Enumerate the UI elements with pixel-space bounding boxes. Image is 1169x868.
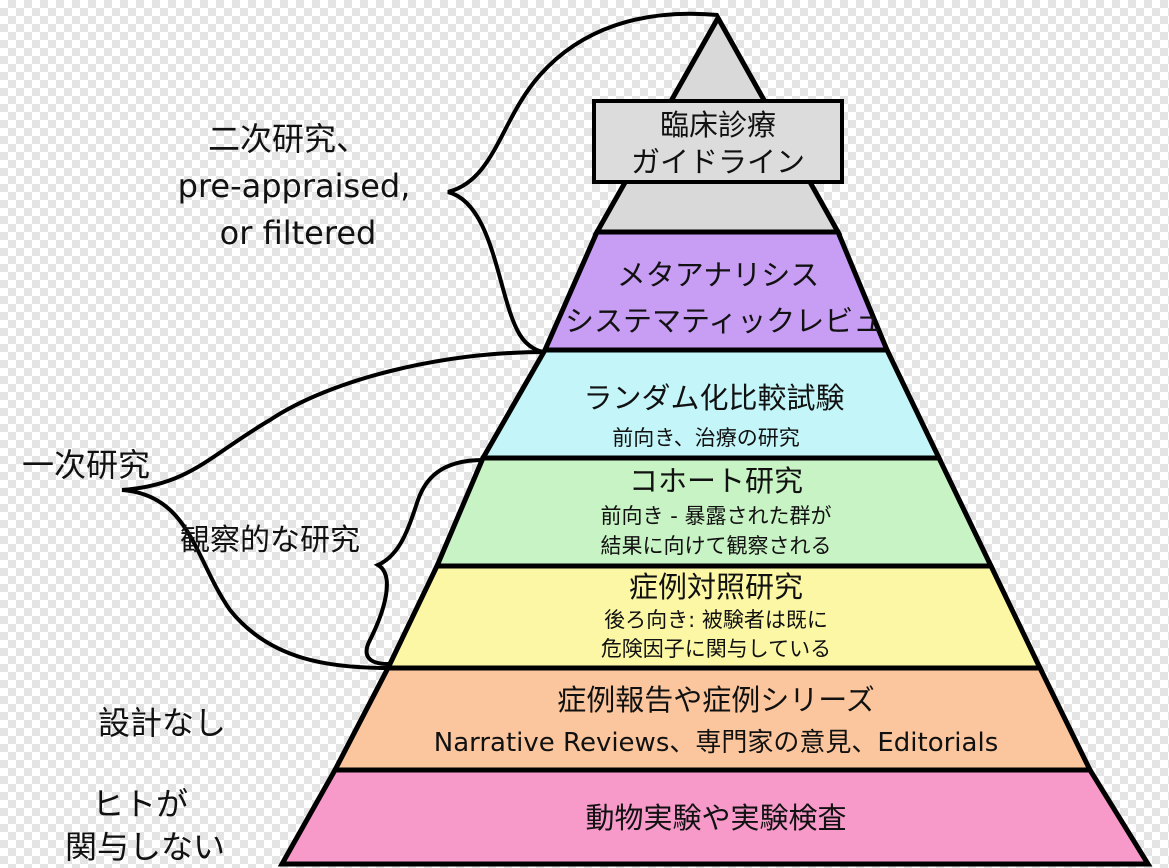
case-reports-line1: 症例報告や症例シリーズ [557,683,875,717]
case-control-sub1: 後ろ向き: 被験者は既に [604,608,828,632]
brace-observational [364,458,484,666]
non-human-line1: ヒトが [92,785,188,823]
observational-label: 観察的な研究 [180,523,360,558]
cohort-sub2: 結果に向けて観察される [601,534,832,558]
case-control-title: 症例対照研究 [629,570,803,604]
case-reports-line2: Narrative Reviews、専門家の意見、Editorials [434,728,999,758]
cohort-sub1: 前向き - 暴露された群が [601,504,832,528]
guidelines-line1: 臨床診療 [660,108,776,142]
non-human-line2: 関与しない [65,828,225,866]
no-design-label: 設計なし [98,704,226,742]
guidelines-line2: ガイドライン [631,145,805,179]
secondary-label-line2: pre-appraised, [178,167,411,205]
tier-animal-studies [277,767,1153,867]
animal-studies-label: 動物実験や実験検査 [585,801,846,835]
primary-label: 一次研究 [22,446,150,484]
brace-secondary [447,11,719,354]
secondary-label-line1: 二次研究、 [208,120,368,158]
meta-analysis-clip-group: システマティックレビュー [565,304,911,338]
brace-primary [121,350,546,670]
meta-analysis-line1: メタアナリシス [617,258,819,292]
guidelines-box [592,99,844,184]
meta-analysis-line2: システマティックレビュー [565,304,911,338]
rct-title: ランダム化比較試験 [583,381,844,415]
rct-subtitle: 前向き、治療の研究 [612,426,800,450]
secondary-label-line3: or filtered [220,214,377,252]
case-control-sub2: 危険因子に関与している [601,637,831,661]
cohort-title: コホート研究 [629,464,803,498]
